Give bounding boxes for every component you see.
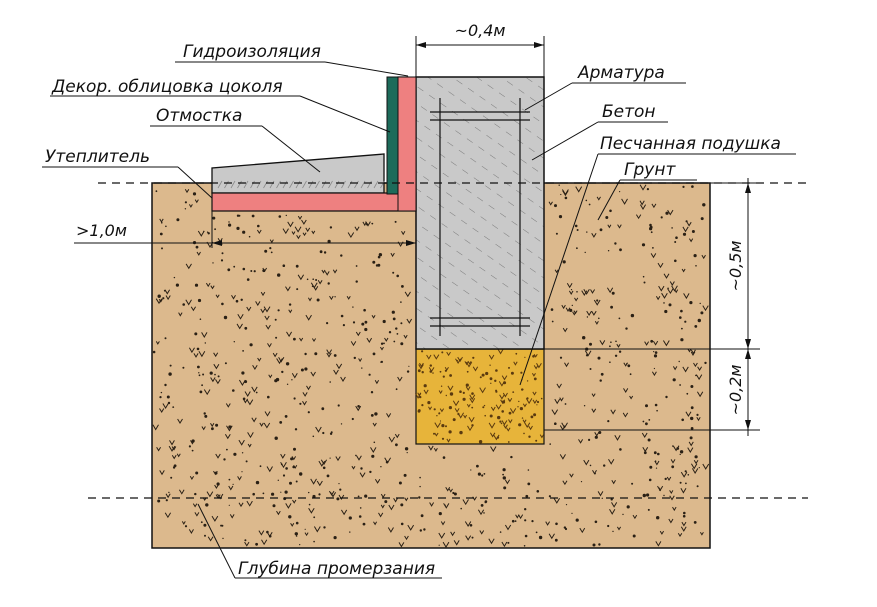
plinth-cladding xyxy=(386,76,399,195)
dim-depth-upper-label: ~0,5м xyxy=(726,241,745,292)
dim-blind-area-label: >1,0м xyxy=(76,221,127,240)
label-concrete: Бетон xyxy=(602,102,656,122)
label-soil: Грунт xyxy=(624,160,676,180)
label-freezing-depth: Глубина промерзания xyxy=(238,559,435,579)
dim-width-label: ~0,4м xyxy=(455,21,506,40)
blind-area-hatch xyxy=(217,180,385,189)
label-sand-cushion: Песчанная подушка xyxy=(600,134,781,154)
dimension-depth: ~0,5м ~0,2м xyxy=(544,178,760,436)
label-insulation: Утеплитель xyxy=(45,147,150,167)
dimension-blind-area: >1,0м xyxy=(74,211,416,248)
label-plinth-cladding: Декор. облицовка цоколя xyxy=(51,77,283,97)
dim-depth-sand-label: ~0,2м xyxy=(726,365,745,416)
label-waterproofing: Гидроизоляция xyxy=(183,42,321,62)
leader-lines xyxy=(42,61,796,579)
soil-texture xyxy=(152,184,710,548)
sand-cushion xyxy=(415,348,545,445)
concrete-foundation xyxy=(415,76,545,350)
insulation-vertical xyxy=(397,76,417,212)
dimension-width: ~0,4м xyxy=(415,21,545,77)
sand-texture xyxy=(414,348,545,444)
reinforcement-cage xyxy=(430,98,530,336)
label-reinforcement: Арматура xyxy=(577,63,665,83)
label-blind-area: Отмостка xyxy=(156,106,242,126)
